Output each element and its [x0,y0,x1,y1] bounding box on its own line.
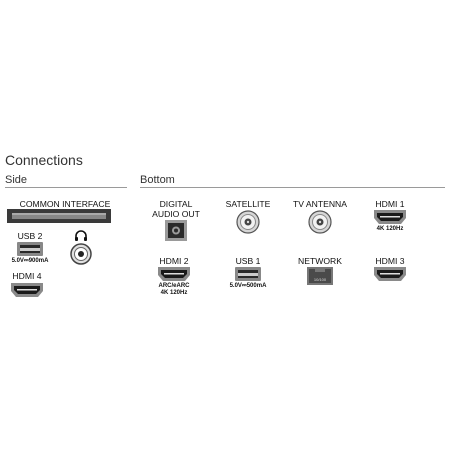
hdmi2-spec-line1: ARC/eARC [158,283,190,289]
section-side-divider [5,187,127,188]
common-interface-label: COMMON INTERFACE [19,199,111,209]
usb-port-icon [235,267,261,281]
hdmi-port-icon [158,267,190,281]
headphone-icon [75,230,87,241]
satellite-label: SATELLITE [225,199,271,209]
digital-audio-out-label-line2: AUDIO OUT [152,209,200,219]
usb1-label: USB 1 [235,256,261,266]
common-interface-slot-icon [7,209,111,223]
section-side-label: Side [5,174,28,186]
headphone-jack-icon [70,243,92,265]
coaxial-port-icon [236,210,260,234]
network-label: NETWORK [298,256,342,266]
hdmi2-spec-line2: 4K 120Hz [160,290,188,296]
hdmi1-spec: 4K 120Hz [376,226,404,232]
hdmi-port-icon [11,283,43,297]
hdmi-port-icon [374,267,406,281]
coaxial-port-icon [308,210,332,234]
usb2-label: USB 2 [17,231,43,241]
section-bottom-label: Bottom [140,174,175,186]
usb-port-icon [17,242,43,256]
tv-antenna-label: TV ANTENNA [293,199,347,209]
network-port-text: 10/100 [314,277,327,282]
page-title: Connections [5,152,83,168]
hdmi3-label: HDMI 3 [375,256,405,266]
usb2-spec: 5.0V⎓900mA [11,258,49,264]
hdmi4-label: HDMI 4 [12,271,42,281]
usb1-spec: 5.0V⎓500mA [229,283,267,289]
hdmi-port-icon [374,210,406,224]
digital-audio-out-label-line1: DIGITAL [159,199,193,209]
section-bottom-divider [140,187,445,188]
optical-port-icon [165,220,187,241]
ethernet-port-icon: 10/100 [307,267,333,285]
hdmi1-label: HDMI 1 [375,199,405,209]
hdmi2-label: HDMI 2 [159,256,189,266]
